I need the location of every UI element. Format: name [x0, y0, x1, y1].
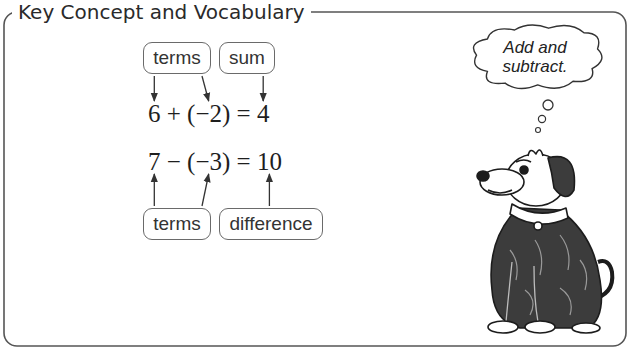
vocabulary-word: terms: [153, 213, 201, 235]
frame-border: [4, 12, 626, 346]
thought-text: Add and subtract.: [492, 38, 578, 76]
dog-figure: [477, 150, 612, 333]
leader-arrow: [154, 76, 155, 101]
leader-arrow: [263, 76, 264, 101]
leader-arrow: [202, 76, 209, 101]
equation: 7 − (−3) = 10: [148, 148, 282, 176]
thought-bubble: Add and subtract.: [467, 21, 603, 93]
thought-dots: [536, 100, 554, 133]
leader-arrow: [154, 174, 155, 206]
panel-title: Key Concept and Vocabulary: [12, 0, 311, 24]
leader-arrow: [269, 174, 270, 206]
vocabulary-box: terms: [143, 42, 211, 74]
vocabulary-box: sum: [219, 42, 275, 74]
leader-arrow: [202, 174, 209, 206]
vocabulary-word: terms: [153, 47, 201, 69]
equation: 6 + (−2) = 4: [148, 100, 269, 128]
vocabulary-box: difference: [219, 208, 323, 240]
vocabulary-word: sum: [229, 47, 265, 69]
vocabulary-box: terms: [143, 208, 211, 240]
vocabulary-word: difference: [229, 213, 312, 235]
